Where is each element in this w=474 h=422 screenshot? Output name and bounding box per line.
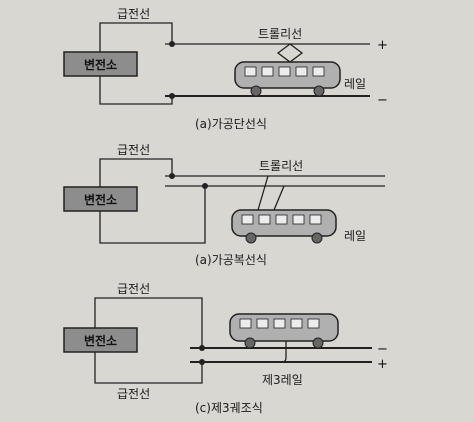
tram-car-a <box>234 61 341 97</box>
pantograph-a <box>276 43 304 63</box>
trolley-pole-b1 <box>257 175 269 211</box>
junction-dot-a1 <box>169 41 175 47</box>
plus-sign-a: + <box>377 38 388 53</box>
trolley-bus-b <box>231 209 337 244</box>
feeder-label-b: 급전선 <box>117 143 150 157</box>
substation-box-c <box>63 327 138 353</box>
third-rail-label-c: 제3레일 <box>262 373 303 387</box>
diagram-c: 변전소 급전선 급전선 − + 제3레일 (c)제3궤조식 <box>63 282 388 415</box>
feeder-wire-c-bottom <box>94 352 203 384</box>
feeder-wire-c-top <box>94 297 203 348</box>
junction-dot-b1 <box>169 173 175 179</box>
train-car-c <box>229 313 339 349</box>
junction-dot-c2 <box>199 359 205 365</box>
feeder-bottom-label-c: 급전선 <box>117 387 150 401</box>
diagram-a: 변전소 급전선 트롤리선 + 레일 − (a)가공단선식 <box>63 7 388 131</box>
diagram-b: 변전소 급전선 트롤리선 레일 (a)가공복선식 <box>63 143 385 267</box>
plus-sign-c: + <box>377 357 388 372</box>
trolley-label-b: 트롤리선 <box>259 159 303 173</box>
junction-dot-c1 <box>199 345 205 351</box>
minus-sign-a: − <box>377 93 388 108</box>
feeder-wire-b <box>99 158 173 187</box>
caption-b: (a)가공복선식 <box>195 253 267 267</box>
return-wire-b <box>99 186 206 244</box>
substation-label-c: 변전소 <box>84 333 117 348</box>
feeder-top-label-c: 급전선 <box>117 282 150 296</box>
substation-label-a: 변전소 <box>84 57 117 72</box>
caption-a: (a)가공단선식 <box>195 117 267 131</box>
rail-label-b: 레일 <box>344 229 366 243</box>
trolley-pole-b2 <box>273 185 285 211</box>
junction-dot-b2 <box>202 183 208 189</box>
trolley-label-a: 트롤리선 <box>258 27 302 41</box>
feeder-wire-a <box>99 22 173 52</box>
collector-shoe-c <box>281 340 287 363</box>
junction-dot-a2 <box>169 93 175 99</box>
return-wire-a <box>99 76 173 105</box>
rail-label-a: 레일 <box>344 77 366 91</box>
minus-sign-c: − <box>377 342 388 357</box>
feeder-label-a: 급전선 <box>117 7 150 21</box>
substation-label-b: 변전소 <box>84 192 117 207</box>
caption-c: (c)제3궤조식 <box>195 401 263 415</box>
